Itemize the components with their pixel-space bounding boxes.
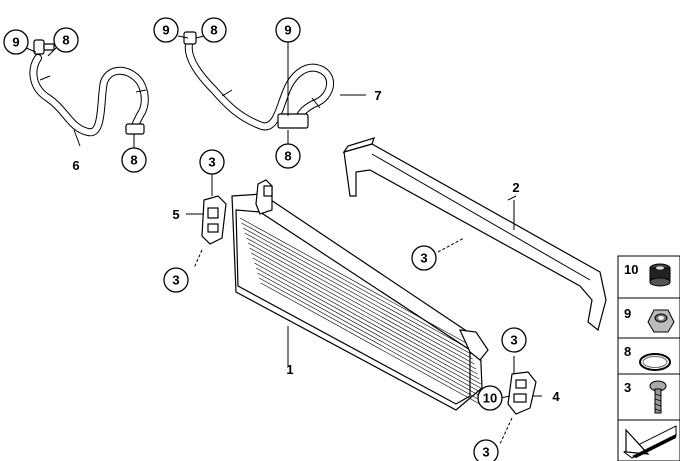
cooler-fin [243,227,472,355]
cooler-fin [252,257,481,385]
callout-c-8-a: 8 [53,27,79,53]
callout-circle [473,439,499,461]
callout-c-9-c: 9 [275,17,301,43]
cooler-fin [257,272,486,400]
hose-7 [183,31,335,131]
oil-cooler-1 [231,179,489,411]
callout-text: 8 [210,23,217,38]
callout-c-3-e: 3 [473,439,499,461]
label-5: 5 [172,207,179,222]
callout-circle [275,17,301,43]
bracket-5 [201,195,227,245]
cooler-fin [259,277,488,405]
cooler-fin [254,262,483,390]
callout-circle [163,267,189,293]
cooler-fin [260,282,489,410]
callout-c-8-b: 8 [201,17,227,43]
cooler-fin [239,217,469,345]
callout-text: 8 [130,153,137,168]
label-1: 1 [286,362,293,377]
callout-circle [201,17,227,43]
o-ring-icon [639,353,671,371]
callout-text: 10 [483,391,497,406]
cooler-fin [249,247,478,375]
cooler-fin [255,267,485,395]
cooler-fin [244,232,473,360]
callout-c-3-a: 3 [199,149,225,175]
callout-text: 9 [284,23,291,38]
legend-label-10: 10 [624,262,638,277]
callout-c-10-a: 10 [477,385,503,411]
legend-label-9: 9 [624,306,631,321]
callout-circle [153,17,179,43]
callout-circle [53,27,79,53]
cooler-fin [247,242,477,370]
label-4: 4 [552,389,560,404]
callout-circle [501,327,527,353]
nut-icon [647,309,675,333]
bracket-2 [342,137,607,332]
cooler-fin [246,237,475,365]
callout-text: 3 [172,273,179,288]
callout-c-3-d: 3 [501,327,527,353]
callout-text: 3 [208,155,215,170]
callout-text: 3 [510,333,517,348]
callout-c-3-b: 3 [163,267,189,293]
hose-6 [29,39,149,137]
bracket-4 [507,371,537,415]
label-6: 6 [72,158,79,173]
callout-c-3-c: 3 [411,245,437,271]
screw-icon [649,380,667,414]
callout-text: 3 [482,445,489,460]
callout-circle [275,143,301,169]
callout-circle [199,149,225,175]
cooler-fin [251,252,480,380]
callout-c-9-b: 9 [153,17,179,43]
callout-circle [3,29,29,55]
legend-label-8: 8 [624,344,631,359]
callout-circle [477,385,503,411]
grommet-icon [649,263,671,287]
label-7: 7 [374,88,381,103]
callout-circle [411,245,437,271]
callout-text: 3 [420,251,427,266]
leader-lines [25,35,542,445]
callout-text: 8 [284,149,291,164]
cooler-fin [241,222,470,350]
callout-c-8-c: 8 [275,143,301,169]
label-2: 2 [512,180,519,195]
legend-label-3: 3 [624,380,631,395]
callout-text: 9 [162,23,169,38]
callout-c-8-d: 8 [121,147,147,173]
diagram-arrow-icon [623,425,677,459]
callout-text: 8 [62,33,69,48]
callout-circle [121,147,147,173]
callout-c-9-a: 9 [3,29,29,55]
callout-text: 9 [12,35,19,50]
hardware-legend: 10 9 8 3 [617,255,680,461]
